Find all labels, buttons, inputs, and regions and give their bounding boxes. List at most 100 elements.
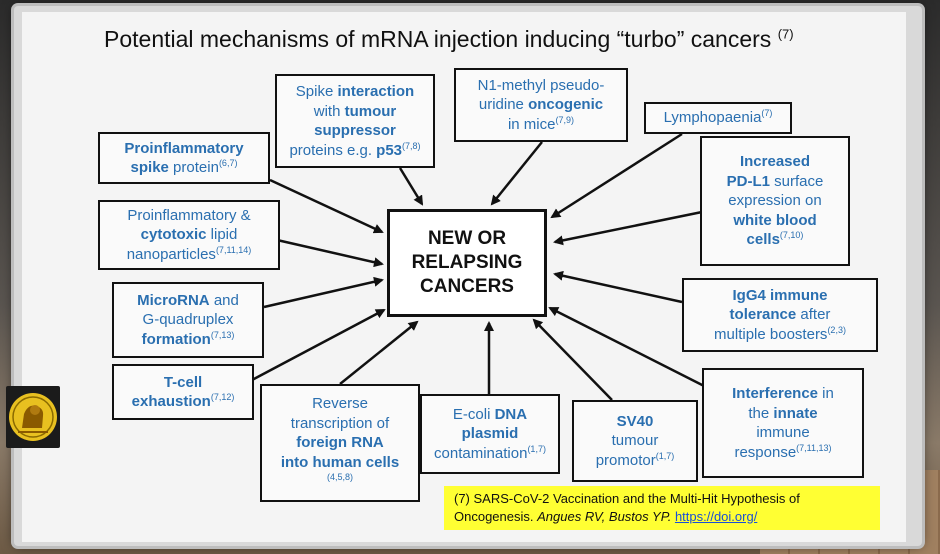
- reference-superscript: (1,7): [527, 443, 546, 454]
- box-line: uridine oncogenic: [478, 95, 605, 115]
- box-line: E-coli DNA: [434, 405, 546, 425]
- box-line: Increased: [727, 152, 824, 172]
- box-line: (4,5,8): [281, 472, 399, 492]
- box-line: into human cells: [281, 453, 399, 473]
- citation-authors: Angues RV, Bustos YP.: [537, 508, 672, 524]
- reference-superscript: (7,10): [779, 230, 804, 241]
- box-text-segment: in mice: [507, 115, 556, 133]
- box-text-segment: tumour: [611, 432, 659, 450]
- box-text-segment: innate: [773, 404, 818, 422]
- box-text-segment: DNA: [494, 405, 528, 423]
- box-text-segment: PD-L1: [726, 172, 770, 190]
- box-line: Proinflammatory: [124, 139, 243, 159]
- box-text-segment: tumour: [344, 102, 397, 120]
- arrow-sv40: [532, 318, 613, 401]
- slide-title-ref: (7): [777, 26, 794, 42]
- box-text-segment: response: [734, 443, 797, 461]
- arrows-layer: [251, 132, 713, 401]
- box-line: white blood: [727, 211, 824, 231]
- box-line: cells(7,10): [727, 230, 824, 250]
- box-line: formation(7,13): [137, 330, 239, 350]
- slide-title-text: Potential mechanisms of mRNA injection i…: [104, 26, 772, 52]
- box-text-segment: formation: [141, 330, 211, 348]
- reference-superscript: (7,13): [210, 329, 235, 340]
- box-text-segment: into human cells: [280, 453, 400, 471]
- arrow-reverse-transcription: [339, 320, 419, 385]
- box-text-segment: Proinflammatory &: [127, 206, 251, 224]
- box-text-segment: immune: [756, 424, 810, 441]
- arrow-n1-methyl: [490, 141, 543, 206]
- box-line: the innate: [732, 404, 834, 424]
- center-node: NEW OR RELAPSING CANCERS: [387, 209, 547, 317]
- box-line: spike protein(6,7): [124, 158, 243, 178]
- box-text-segment: contamination: [434, 444, 528, 462]
- arrow-lymphopaenia: [550, 132, 683, 219]
- box-lymphopaenia: Lymphopaenia(7): [644, 102, 792, 134]
- box-line: with tumour: [289, 102, 420, 122]
- arrow-tcell: [251, 308, 386, 382]
- box-text-segment: multiple boosters: [714, 325, 828, 343]
- reference-superscript: (2,3): [827, 324, 846, 335]
- reference-superscript: (7): [761, 108, 773, 119]
- box-line: suppressor: [289, 121, 420, 141]
- box-text-segment: T-cell: [163, 373, 203, 391]
- box-line: Interference in: [732, 384, 834, 404]
- box-text-segment: tolerance: [729, 306, 797, 324]
- box-line: PD-L1 surface: [727, 172, 824, 192]
- box-text-segment: suppressor: [314, 122, 396, 139]
- box-text-segment: uridine: [478, 96, 529, 114]
- box-text-segment: surface: [769, 172, 824, 190]
- box-line: G-quadruplex: [137, 310, 239, 330]
- box-line: foreign RNA: [281, 433, 399, 453]
- box-text-segment: G-quadruplex: [142, 311, 234, 329]
- box-text-segment: cells: [746, 231, 780, 249]
- reference-superscript: (7,9): [555, 114, 574, 125]
- box-line: immune: [732, 423, 834, 443]
- arrow-spike-interaction: [398, 167, 424, 206]
- box-text-segment: after: [796, 306, 831, 324]
- arrow-microrna: [263, 276, 384, 309]
- center-line: CANCERS: [420, 275, 514, 297]
- box-line: response(7,11,13): [732, 443, 834, 463]
- center-line: NEW OR: [427, 228, 507, 250]
- box-text-segment: Spike: [295, 83, 338, 100]
- box-text-segment: proteins e.g.: [289, 141, 377, 159]
- box-text-segment: nanoparticles: [126, 245, 216, 263]
- box-text-segment: expression on: [728, 192, 822, 210]
- box-line: proteins e.g. p53(7,8): [289, 141, 420, 161]
- box-line: transcription of: [281, 414, 399, 434]
- citation-link[interactable]: https://doi.org/: [674, 508, 758, 524]
- box-text-segment: oncogenic: [528, 96, 604, 114]
- box-text-segment: transcription of: [290, 414, 390, 432]
- box-line: exhaustion(7,12): [132, 392, 235, 412]
- box-line: cytotoxic lipid: [127, 225, 252, 245]
- arrow-pd-l1: [553, 210, 703, 246]
- arrow-igg4: [553, 270, 683, 304]
- box-line: IgG4 immune: [714, 286, 846, 306]
- reference-superscript: (7,11,13): [796, 442, 832, 453]
- box-line: in mice(7,9): [478, 115, 605, 135]
- arrow-interference: [548, 306, 713, 392]
- box-text-segment: protein: [168, 159, 219, 176]
- box-line: Reverse: [281, 394, 399, 414]
- reference-superscript: (7,12): [210, 392, 235, 402]
